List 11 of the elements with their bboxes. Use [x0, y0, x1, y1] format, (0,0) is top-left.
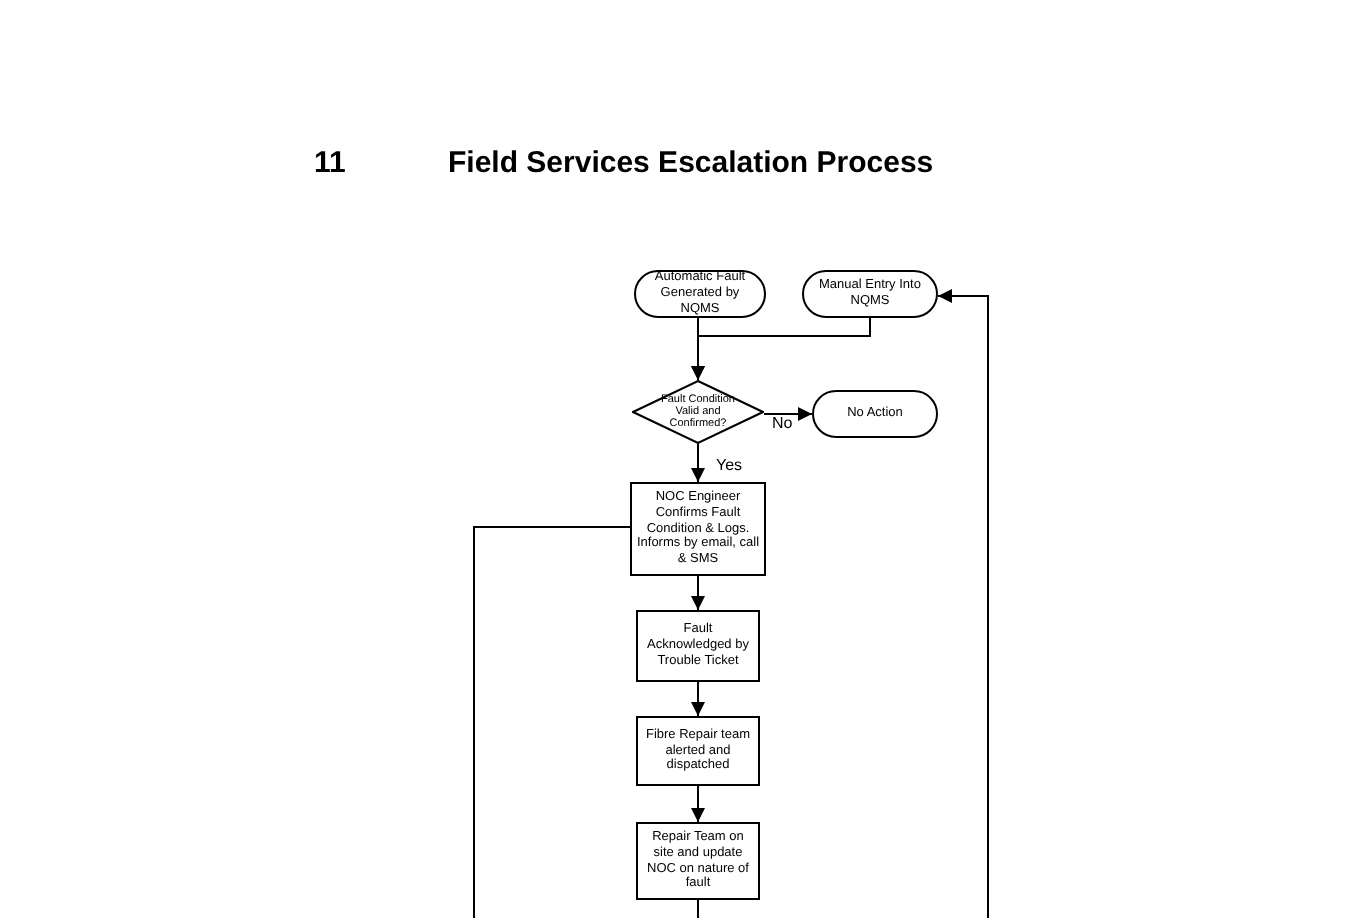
connector-arrow	[691, 575, 705, 611]
connector-arrow	[691, 785, 705, 823]
connector-arrow	[691, 317, 871, 381]
edge-label: Yes	[714, 458, 745, 474]
connector-arrow	[691, 443, 705, 483]
connector-arrow	[691, 681, 705, 717]
connector-arrow	[763, 407, 813, 421]
edge-label: No	[770, 416, 795, 432]
title: Field Services Escalation Process	[448, 148, 934, 178]
connector-arrow	[937, 289, 989, 918]
section-number: 11	[314, 148, 346, 178]
